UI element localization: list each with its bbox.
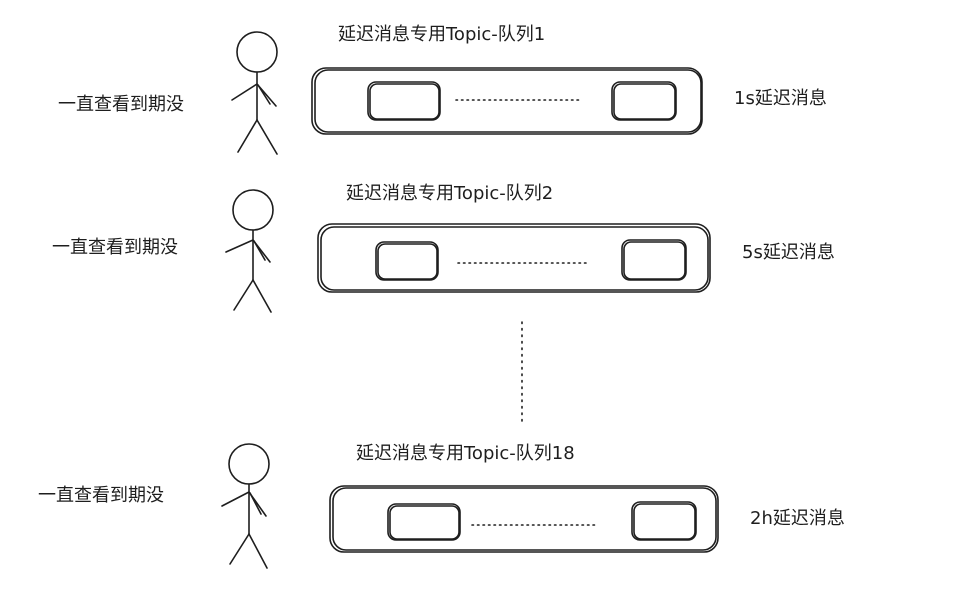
stick-figure-3	[221, 443, 270, 569]
message-block-1-right	[611, 81, 677, 121]
consumer-label-2: 一直查看到期没	[52, 237, 178, 258]
queue-title-1: 延迟消息专用Topic-队列1	[338, 24, 546, 45]
message-block-2-left	[375, 241, 439, 281]
stick-figure-2	[225, 189, 274, 313]
queue-container-1	[311, 67, 703, 135]
consumer-label-3: 一直查看到期没	[38, 485, 164, 506]
delay-label-2: 5s延迟消息	[742, 242, 835, 263]
queue-title-2: 延迟消息专用Topic-队列2	[346, 183, 554, 204]
message-block-3-left	[387, 503, 461, 541]
queue-title-3: 延迟消息专用Topic-队列18	[356, 443, 575, 464]
message-block-3-right	[631, 501, 697, 541]
queue-container-2	[317, 223, 711, 293]
delay-label-1: 1s延迟消息	[734, 88, 827, 109]
message-block-1-left	[367, 81, 441, 121]
stick-figure-1	[231, 31, 278, 155]
message-block-2-right	[621, 239, 687, 281]
queue-container-3	[329, 485, 719, 553]
consumer-label-1: 一直查看到期没	[58, 94, 184, 115]
delay-label-3: 2h延迟消息	[750, 508, 845, 529]
